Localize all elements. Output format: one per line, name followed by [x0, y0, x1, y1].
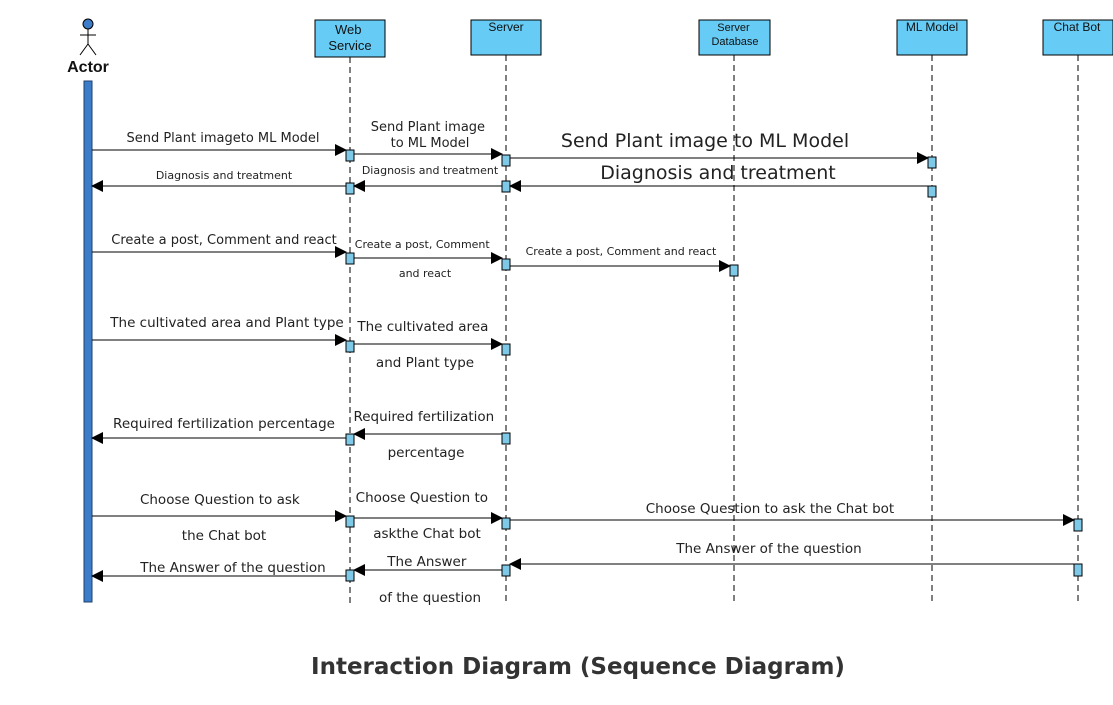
activation-box: [501, 343, 511, 356]
message-label: and Plant type: [376, 355, 474, 371]
participant-server: Server: [470, 19, 542, 56]
diagram-title: Interaction Diagram (Sequence Diagram): [311, 654, 845, 680]
participant-label: Web: [335, 22, 362, 37]
svg-text:Choose Question to ask t: Choose Question to ask the Chat bot: [140, 492, 304, 544]
participant-label: Server: [488, 20, 523, 34]
participant-label: Service: [328, 38, 371, 53]
actor-right-leg: [87, 43, 97, 56]
message-labels: Send Plant imageto ML Model Send Plant i…: [109, 120, 894, 606]
message-label: of the question: [379, 590, 481, 606]
message-label: The cultivated area and Plant type: [109, 315, 343, 331]
participant-box: [314, 19, 386, 58]
message-label: The Answer of the question: [675, 541, 862, 557]
activation-box: [345, 340, 355, 353]
activation-box: [345, 515, 355, 528]
message-label: Required fertilization percentage: [113, 416, 335, 432]
activation-box: [729, 264, 739, 277]
message-label: Diagnosis and treatment: [156, 169, 293, 182]
svg-text:Chat Bot: Chat Bot: [1054, 20, 1101, 34]
participant-label: ML Model: [906, 20, 958, 34]
participant-box: [1042, 19, 1113, 56]
activation-box: [1073, 518, 1083, 532]
message-label: to ML Model: [391, 136, 470, 151]
message-label: The cultivated area: [356, 319, 488, 335]
actor-head: [82, 18, 94, 30]
participant-chat-bot: Chat Bot: [1042, 19, 1113, 56]
message-label: Create a post, Comment and react: [111, 233, 336, 248]
activation-box: [345, 569, 355, 582]
message-label: Send Plant imageto ML Model: [126, 131, 319, 146]
message-label: Create a post, Comment: [355, 238, 491, 251]
message-label: Diagnosis and treatment: [600, 162, 836, 184]
svg-text:Server: Server: [488, 20, 523, 34]
activation-box: [501, 564, 511, 577]
activation-box: [501, 180, 511, 193]
activation-box: [1073, 563, 1083, 577]
participant-label: Chat Bot: [1054, 20, 1101, 34]
activation-box: [501, 258, 511, 271]
svg-text:Create a post, Comment a: Create a post, Comment and react: [355, 238, 493, 280]
participant-box: [698, 19, 771, 56]
svg-text:The cultivated area and: The cultivated area and Plant type: [356, 319, 492, 371]
message-label: askthe Chat bot: [373, 526, 481, 542]
participant-web-service: Web Service: [314, 19, 386, 58]
actor-label: Actor: [67, 59, 109, 76]
participant-ml-model: ML Model: [896, 19, 968, 56]
message-label: Send Plant image to ML Model: [561, 130, 849, 152]
svg-text:The Answer of the questi: The Answer of the question: [379, 554, 481, 606]
message-arrows: [91, 144, 1075, 582]
activation-box: [345, 149, 355, 162]
svg-text:Required fertilization p: Required fertilization percentage: [353, 409, 498, 461]
activation-box: [501, 517, 511, 530]
message-label: Diagnosis and treatment: [362, 164, 499, 177]
svg-text:ML Model: ML Model: [906, 20, 958, 34]
activation-box: [501, 154, 511, 167]
actor-figure: [79, 18, 97, 56]
activation-box: [345, 252, 355, 265]
message-label: Choose Question to: [356, 490, 488, 506]
message-label: and react: [399, 267, 452, 280]
activation-box: [345, 433, 355, 446]
message-label: the Chat bot: [182, 528, 266, 544]
activation-box: [501, 432, 511, 445]
actor-activation-bar: [83, 80, 93, 603]
svg-text:Server Database: Server Database: [711, 22, 758, 48]
svg-text:Web Service: Web Service: [328, 22, 371, 53]
message-label: The Answer: [386, 554, 467, 570]
message-label: percentage: [388, 445, 465, 461]
participant-box: [896, 19, 968, 56]
actor-left-leg: [79, 43, 89, 56]
participant-server-database: Server Database: [698, 19, 771, 56]
activation-box: [927, 156, 937, 169]
activation-box: [345, 182, 355, 195]
message-label: Send Plant image: [371, 120, 485, 135]
message-label: Required fertilization: [353, 409, 494, 425]
message-label: Create a post, Comment and react: [526, 245, 717, 258]
message-label: Choose Question to ask the Chat bot: [646, 501, 894, 517]
activation-box: [927, 185, 937, 198]
message-label: The Answer of the question: [139, 560, 326, 576]
svg-text:Choose Question to askth: Choose Question to askthe Chat bot: [356, 490, 493, 542]
message-label: Choose Question to ask: [140, 492, 300, 508]
participant-label: Database: [711, 36, 758, 48]
svg-text:Send Plant image to ML M: Send Plant image to ML Model: [371, 120, 489, 151]
participant-label: Server: [717, 22, 750, 34]
